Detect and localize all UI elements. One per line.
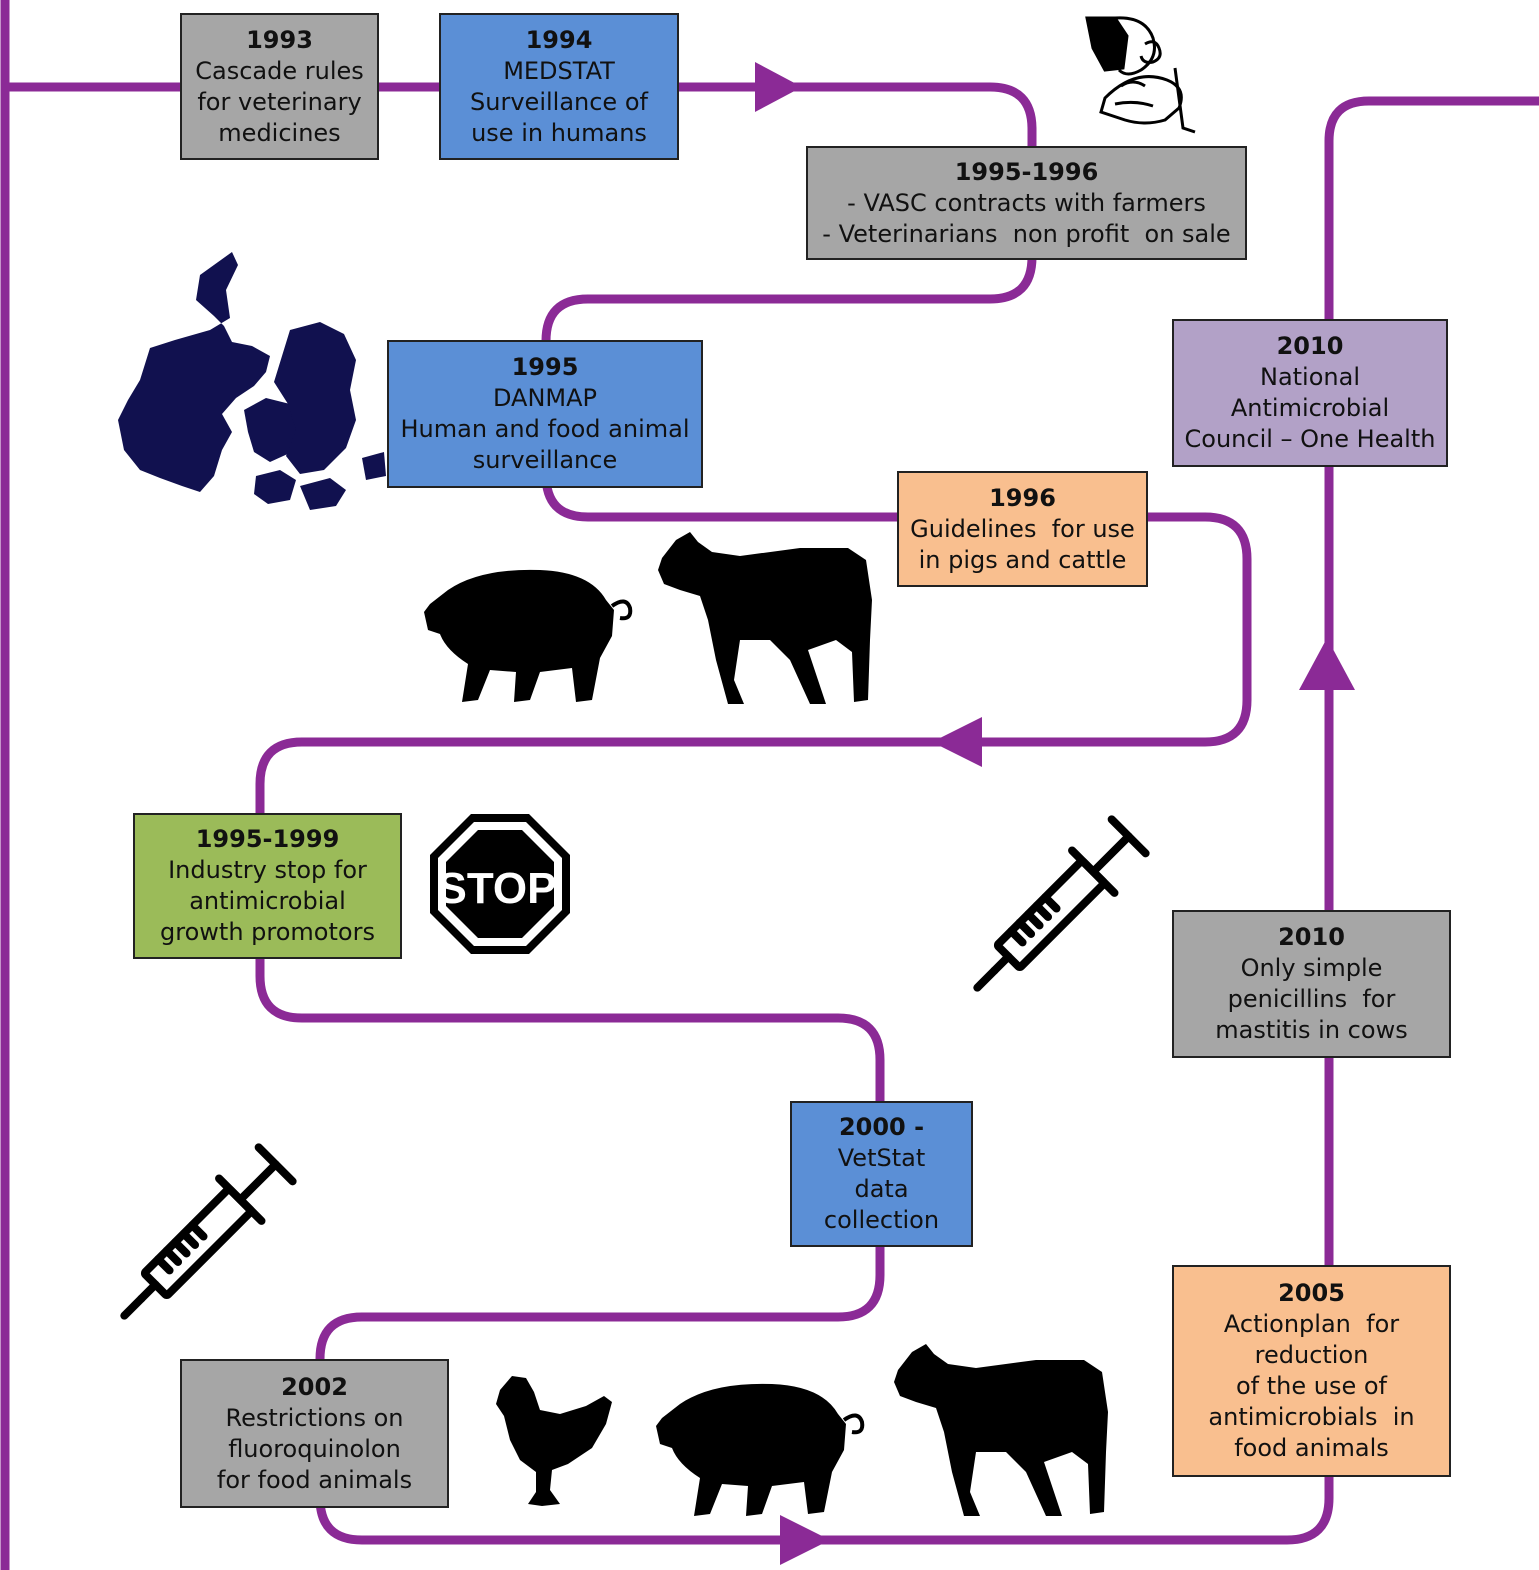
event-description-line: for veterinary: [197, 87, 362, 116]
event-year: 1993: [246, 25, 313, 54]
event-year: 1994: [525, 25, 593, 54]
event-description-line: Restrictions on: [225, 1403, 404, 1432]
event-description-line: of the use of: [1235, 1372, 1388, 1400]
timeline-arrows: [755, 62, 1355, 1565]
event-description-line: penicillins for: [1227, 985, 1396, 1013]
event-description-line: Council – One Health: [1184, 425, 1436, 453]
event-description-line: use in humans: [471, 118, 647, 147]
event-description-line: surveillance: [472, 446, 618, 474]
event-description-line: medicines: [218, 118, 341, 147]
event-description-line: food animals: [1234, 1434, 1389, 1462]
event-description-line: Surveillance of: [470, 87, 648, 116]
event-description-line: DANMAP: [492, 384, 598, 412]
event-description-line: antimicrobial: [189, 887, 346, 915]
event-description-line: for food animals: [216, 1465, 413, 1494]
pig-icon: [656, 1383, 865, 1516]
event-box-1995-1996-vasc: 1995-1996- VASC contracts with farmers- …: [806, 146, 1247, 260]
event-description-line: Cascade rules: [195, 56, 364, 85]
arrow-right-bottom: [780, 1515, 830, 1565]
stop-sign-icon: STOP: [430, 814, 570, 954]
event-year: 2005: [1278, 1279, 1345, 1307]
event-description-line: Guidelines for use: [910, 514, 1135, 543]
event-year: 1995-1999: [195, 825, 340, 853]
event-box-2000-vetstat: 2000 - VetStat data collection: [790, 1101, 973, 1247]
cow-icon: [894, 1344, 1108, 1516]
stop-sign-label: STOP: [437, 864, 556, 913]
chicken-icon: [496, 1376, 612, 1506]
event-description-line: collection: [823, 1206, 940, 1234]
event-description-line: Industry stop for: [168, 856, 367, 884]
event-description-line: data: [854, 1175, 909, 1203]
event-year: 1995: [511, 353, 579, 381]
event-description-line: Only simple: [1240, 954, 1383, 982]
event-description-line: - Veterinarians non profit on sale: [822, 219, 1231, 248]
event-description-line: fluoroquinolon: [228, 1434, 401, 1463]
event-description-line: antimicrobials in: [1208, 1403, 1415, 1431]
cow-icon: [658, 532, 872, 704]
arrow-up-right: [1299, 638, 1355, 690]
event-description-line: Human and food animal: [400, 415, 690, 443]
syringe-icon: [120, 1143, 297, 1320]
event-description-line: - VASC contracts with farmers: [847, 188, 1206, 217]
event-description-line: Antimicrobial: [1230, 394, 1390, 422]
event-description-line: reduction: [1254, 1341, 1369, 1369]
event-description-line: in pigs and cattle: [918, 545, 1127, 574]
event-year: 1995-1996: [954, 157, 1099, 186]
arrow-left-mid: [932, 717, 982, 767]
pill-hands-icon: [1085, 16, 1196, 134]
event-year: 2002: [281, 1372, 348, 1401]
event-year: 2000 -: [838, 1113, 925, 1141]
pig-icon: [424, 569, 633, 702]
event-description-line: MEDSTAT: [503, 56, 615, 85]
arrow-right-top: [755, 62, 802, 112]
event-description-line: growth promotors: [160, 918, 375, 946]
event-description-line: VetStat: [837, 1144, 926, 1172]
event-year: 1996: [989, 483, 1056, 512]
event-year: 2010: [1276, 332, 1344, 360]
denmark-map-icon: [118, 252, 386, 510]
event-description-line: mastitis in cows: [1215, 1016, 1408, 1044]
syringe-icon: [973, 815, 1150, 992]
event-description-line: National: [1259, 363, 1360, 391]
event-description-line: Actionplan for: [1223, 1310, 1400, 1338]
event-year: 2010: [1278, 923, 1345, 951]
